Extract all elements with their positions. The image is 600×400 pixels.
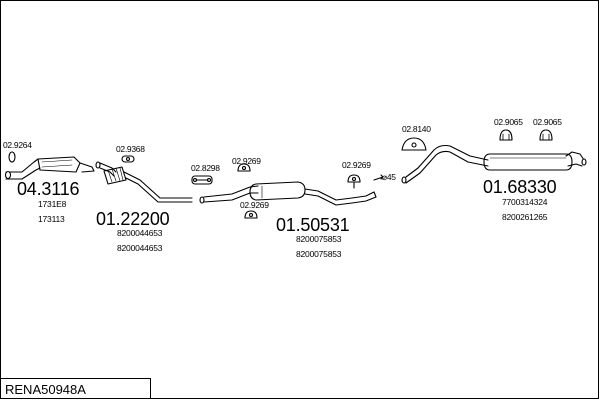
clamp-icon [191, 175, 213, 185]
part-reference: 8200044653 [117, 243, 163, 253]
fitting-label: 02.9368 [116, 144, 145, 154]
part-number: 01.22200 [96, 209, 170, 229]
diameter-arrow-icon [373, 174, 384, 181]
kit-name-box: RENA50948A [0, 378, 151, 399]
front-pipe-icon [95, 161, 193, 203]
part-reference: 173113 [38, 214, 65, 224]
fitting-label: 02.9269 [232, 156, 261, 166]
part-reference: 1731E8 [38, 199, 67, 209]
part-number: 01.68330 [483, 177, 557, 197]
rubber-mount-icon [244, 210, 258, 219]
hanger-icon [401, 137, 427, 151]
rubber-mount-icon [539, 129, 553, 141]
gasket-icon [8, 151, 16, 163]
rear-silencer-icon [483, 151, 587, 171]
part-reference: 7700314324 [502, 197, 548, 207]
fitting-label: 02.9269 [240, 200, 269, 210]
middle-silencer-icon [199, 181, 377, 206]
fitting-label: 02.9269 [342, 160, 371, 170]
clamp-icon [121, 155, 135, 163]
rear-pipe-icon [401, 144, 489, 184]
rubber-mount-icon [237, 163, 251, 172]
rubber-mount-icon [499, 129, 513, 141]
kit-name: RENA50948A [5, 382, 86, 397]
fitting-label: 02.8298 [191, 163, 220, 173]
fitting-label: 02.9065 [494, 117, 523, 127]
fitting-label: 02.8140 [402, 124, 431, 134]
part-number: 01.50531 [276, 215, 350, 235]
fitting-label: 02.9065 [533, 117, 562, 127]
diameter-label: ⌀45 [382, 172, 396, 182]
catalytic-converter-icon [4, 156, 95, 180]
rubber-mount-icon [347, 174, 361, 189]
part-reference: 8200261265 [502, 212, 548, 222]
part-number: 04.3116 [17, 179, 80, 199]
part-reference: 8200044653 [117, 228, 163, 238]
part-reference: 8200075853 [296, 234, 342, 244]
part-reference: 8200075853 [296, 249, 342, 259]
fitting-label: 02.9264 [3, 140, 32, 150]
